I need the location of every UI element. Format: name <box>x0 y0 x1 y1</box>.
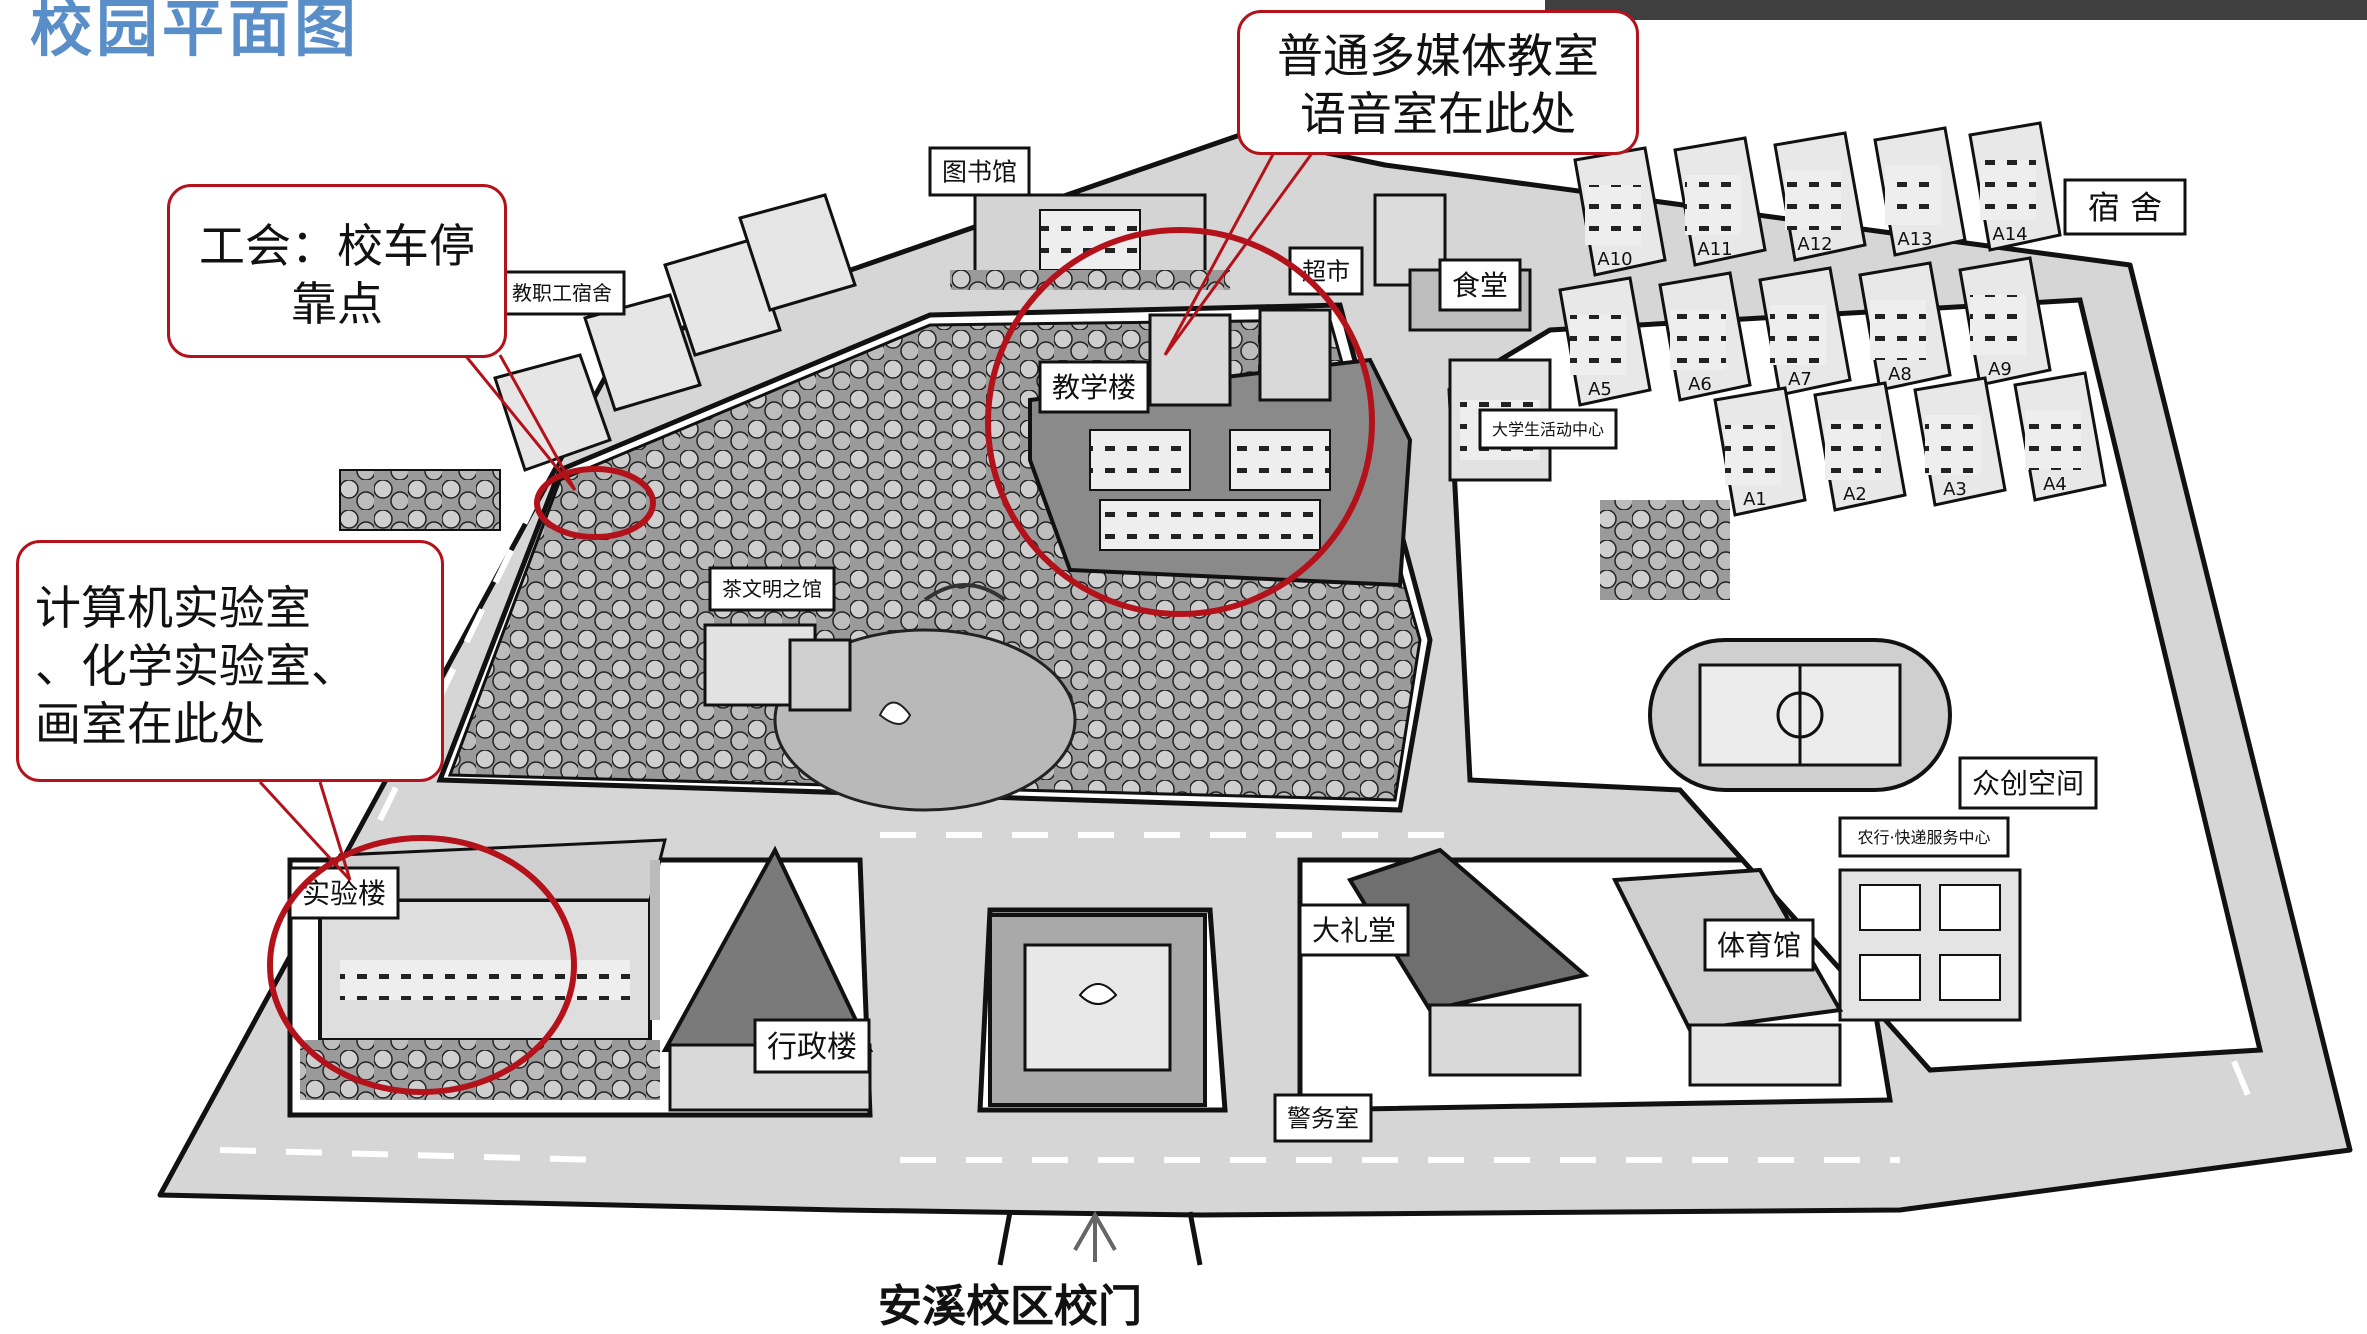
dorm-label-A5: A5 <box>1588 379 1612 400</box>
page-title: 校园平面图 <box>30 0 361 65</box>
svg-text:实验楼: 实验楼 <box>302 877 386 910</box>
label-student-center: 大学生活动中心 <box>1478 408 1618 450</box>
staff-apartments <box>339 193 857 531</box>
building-labels: 图书馆教职工宿舍超市食堂教学楼茶文明之馆大学生活动中心宿 舍众创空间农行·快递服… <box>288 146 2187 1143</box>
callout-labs-line2: 、化学实验室、 <box>35 639 357 693</box>
dorm-label-A13: A13 <box>1897 229 1932 250</box>
dorm-block-A13: A13 <box>1873 126 1967 257</box>
callout-union-line1: 工会：校车停 <box>199 219 475 273</box>
teaching-building <box>1028 308 1413 588</box>
dorm-block-A8: A8 <box>1858 261 1952 392</box>
callout-union-line2: 靠点 <box>291 277 383 331</box>
highlight-lab-building <box>267 835 577 1095</box>
label-gymnasium: 体育馆 <box>1703 918 1815 972</box>
dorm-label-A10: A10 <box>1597 249 1632 270</box>
label-tea-culture-hall: 茶文明之馆 <box>708 566 836 612</box>
svg-text:茶文明之馆: 茶文明之馆 <box>722 577 822 601</box>
lab-building <box>300 838 667 1100</box>
callout-multimedia-rooms: 普通多媒体教室 语音室在此处 <box>1237 10 1639 155</box>
dorm-label-A4: A4 <box>2043 474 2067 495</box>
dorm-block-A6: A6 <box>1658 271 1752 402</box>
dorm-block-A5: A5 <box>1558 276 1652 407</box>
dorm-label-A9: A9 <box>1988 359 2012 380</box>
svg-text:宿 舍: 宿 舍 <box>2088 189 2162 227</box>
dorm-label-A11: A11 <box>1697 239 1732 260</box>
dorm-block-A7: A7 <box>1758 266 1852 397</box>
callout-labs-line3: 画室在此处 <box>35 697 265 751</box>
label-teaching-building: 教学楼 <box>1038 360 1150 414</box>
tea-culture-hall <box>703 623 852 712</box>
dorm-block-A14: A14 <box>1968 121 2062 252</box>
highlight-circles <box>267 227 1375 1095</box>
sports-field <box>1600 500 1952 792</box>
dorm-label-A7: A7 <box>1788 369 1812 390</box>
label-bank-service: 农行·快递服务中心 <box>1838 816 2010 858</box>
callout-labs-line1: 计算机实验室 <box>35 581 311 635</box>
label-staff-apartment: 教职工宿舍 <box>498 270 626 316</box>
campus-gate-label: 安溪校区校门 <box>878 1281 1142 1332</box>
label-canteen: 食堂 <box>1438 258 1522 312</box>
dorm-block-A10: A10 <box>1573 146 1667 277</box>
label-innovation-space: 众创空间 <box>1958 756 2098 810</box>
callout-union-bus-stop: 工会：校车停 靠点 <box>167 184 507 358</box>
svg-text:大礼堂: 大礼堂 <box>1312 914 1396 947</box>
label-library: 图书馆 <box>928 146 1031 197</box>
svg-text:众创空间: 众创空间 <box>1972 767 2084 800</box>
header-bar <box>1545 0 2367 20</box>
dorm-block-A4: A4 <box>2013 371 2107 502</box>
label-auditorium: 大礼堂 <box>1298 903 1410 957</box>
central-square <box>988 913 1207 1107</box>
svg-text:食堂: 食堂 <box>1452 269 1508 302</box>
dorm-label-A2: A2 <box>1843 484 1867 505</box>
svg-text:大学生活动中心: 大学生活动中心 <box>1492 420 1604 439</box>
dorm-label-A1: A1 <box>1743 489 1767 510</box>
highlight-teaching-building <box>985 227 1375 617</box>
dorm-block-A2: A2 <box>1813 381 1907 512</box>
dorm-block-A12: A12 <box>1773 131 1867 262</box>
callout-multimedia-line1: 普通多媒体教室 <box>1277 29 1599 83</box>
svg-text:教职工宿舍: 教职工宿舍 <box>512 281 612 305</box>
svg-text:体育馆: 体育馆 <box>1717 929 1801 962</box>
label-lab-building: 实验楼 <box>288 866 400 920</box>
callout-pointers <box>258 144 1320 882</box>
label-guard-room: 警务室 <box>1273 1093 1373 1143</box>
auditorium <box>1346 847 1590 1077</box>
dorm-label-A8: A8 <box>1888 364 1912 385</box>
library <box>950 193 1230 290</box>
svg-text:行政楼: 行政楼 <box>767 1030 857 1065</box>
dorm-block-A11: A11 <box>1673 136 1767 267</box>
dorm-block-A9: A9 <box>1958 256 2052 387</box>
dorm-label-A3: A3 <box>1943 479 1967 500</box>
dorm-block-A3: A3 <box>1913 376 2007 507</box>
label-admin-building: 行政楼 <box>753 1018 871 1074</box>
svg-text:图书馆: 图书馆 <box>942 158 1017 187</box>
callout-labs: 计算机实验室 、化学实验室、 画室在此处 <box>16 540 444 782</box>
basketball-courts <box>1838 868 2022 1022</box>
svg-text:警务室: 警务室 <box>1287 1105 1359 1133</box>
label-dormitory: 宿 舍 <box>2063 178 2187 236</box>
svg-text:农行·快递服务中心: 农行·快递服务中心 <box>1857 828 1990 847</box>
dorm-label-A6: A6 <box>1688 374 1712 395</box>
svg-text:教学楼: 教学楼 <box>1052 371 1136 404</box>
callout-multimedia-line2: 语音室在此处 <box>1300 87 1576 141</box>
highlight-bus-stop <box>534 466 656 540</box>
dorm-block-A1: A1 <box>1713 386 1807 517</box>
dorm-label-A14: A14 <box>1992 224 2027 245</box>
dorm-label-A12: A12 <box>1797 234 1832 255</box>
